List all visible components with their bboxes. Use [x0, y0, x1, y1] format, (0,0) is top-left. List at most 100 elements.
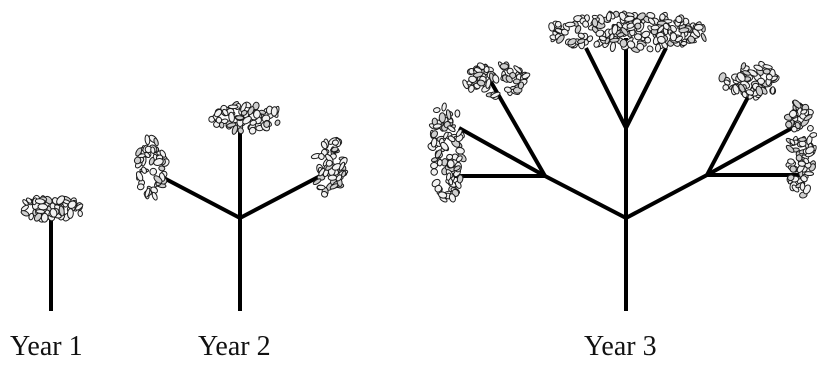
leaf-blob [228, 111, 235, 123]
leaf-blob [794, 121, 801, 130]
leaf-blob [240, 109, 248, 116]
leaf-blob [654, 43, 662, 53]
leaf-blob [636, 42, 645, 51]
leaf-blob [609, 41, 616, 53]
leaf-blob [747, 69, 758, 77]
leaf-blob [687, 35, 696, 44]
twig-year-3-center-right [624, 47, 668, 129]
leaf-blob [485, 78, 492, 89]
leaf-blob [144, 187, 151, 198]
leaf-blob [447, 135, 456, 143]
foliage-cluster-year-3-left-side [427, 102, 467, 203]
leaf-blob [680, 40, 688, 47]
foliage-cluster-year-2-left [133, 134, 170, 201]
leaf-blob [215, 116, 223, 124]
leaf-blob [548, 22, 556, 32]
leaf-blob [446, 153, 454, 161]
leaf-blob [153, 137, 159, 147]
leaf-blob [436, 159, 443, 167]
leaf-blob [446, 159, 455, 169]
leaf-blob [605, 11, 612, 22]
leaf-blob [476, 79, 486, 87]
leaf-blob [75, 203, 84, 211]
leaf-blob [20, 210, 30, 217]
leaf-blob [792, 99, 802, 109]
leaf-blob [647, 17, 656, 25]
leaf-blob [270, 106, 278, 117]
leaf-blob [582, 20, 590, 28]
foliage-cluster-year-3-left-upper [462, 61, 531, 100]
twig-year-3-left-upper [489, 81, 547, 177]
leaf-blob [226, 122, 237, 128]
caption-year-3: Year 3 [584, 331, 657, 362]
leaf-blob [692, 28, 701, 38]
branch-year-2-left [159, 174, 241, 220]
leaf-blob [67, 200, 77, 209]
leaf-blob [455, 147, 465, 155]
leaf-blob [312, 178, 322, 186]
leaf-blob [66, 208, 74, 219]
leaf-blob [456, 174, 464, 184]
leaf-blob [492, 74, 500, 84]
leaf-blob [620, 27, 629, 36]
leaf-blob [797, 160, 806, 167]
leaf-blob [318, 153, 325, 160]
leaf-blob [736, 72, 746, 82]
leaf-blob [150, 146, 156, 154]
leaf-blob [49, 208, 58, 218]
leaf-blob [231, 124, 239, 135]
leaf-blob [325, 159, 333, 167]
leaf-blob [34, 198, 46, 205]
leaf-blob [804, 171, 815, 177]
leaf-blob [77, 210, 83, 217]
leaf-blob [634, 22, 642, 30]
leaf-blob [795, 154, 803, 162]
leaf-blob [644, 36, 652, 44]
leaf-blob [785, 144, 795, 153]
leaf-blob [440, 141, 449, 151]
leaf-blob [770, 86, 776, 95]
leaf-blob [574, 25, 582, 34]
leaf-blob [316, 184, 326, 191]
leaf-blob [242, 115, 252, 125]
leaf-blob [434, 149, 443, 159]
leaf-blob [789, 165, 797, 173]
tree-growth-diagram [20, 10, 817, 311]
leaf-blob [513, 65, 523, 74]
tree-year-3 [450, 38, 803, 311]
caption-year-2: Year 2 [198, 331, 271, 362]
leaf-blob [432, 123, 442, 129]
leaf-blob [227, 104, 239, 110]
leaf-blob [433, 107, 441, 114]
leaf-blob [650, 24, 660, 31]
leaf-blob [657, 25, 665, 34]
leaf-blob [512, 78, 521, 85]
leaf-blob [499, 63, 509, 70]
leaf-blob [800, 175, 808, 183]
leaf-blob [755, 85, 763, 97]
leaf-blob [28, 212, 34, 221]
leaf-blob [468, 75, 477, 84]
leaf-blob [153, 175, 163, 184]
foliage-cluster-year-2-top [208, 101, 281, 135]
leaf-blob [807, 124, 814, 132]
leaf-blob [619, 38, 628, 48]
leaf-blob [732, 84, 740, 95]
leaf-blob [554, 20, 562, 28]
leaf-blob [40, 212, 49, 223]
leaf-blob [448, 193, 456, 203]
leaf-blob [446, 172, 452, 181]
leaf-blob [517, 81, 525, 90]
leaf-blob [805, 146, 815, 155]
leaf-blob [235, 115, 245, 121]
leaf-blob [567, 38, 577, 46]
leaf-blob [593, 40, 600, 48]
leaf-blob [669, 32, 678, 42]
leaf-blob [657, 35, 666, 44]
leaf-blob [521, 72, 531, 80]
leaf-blob [468, 84, 475, 93]
leaf-blob [674, 35, 683, 43]
leaf-blob [453, 165, 461, 172]
leaf-blob [564, 21, 576, 28]
branch-year-3-right [625, 173, 708, 220]
